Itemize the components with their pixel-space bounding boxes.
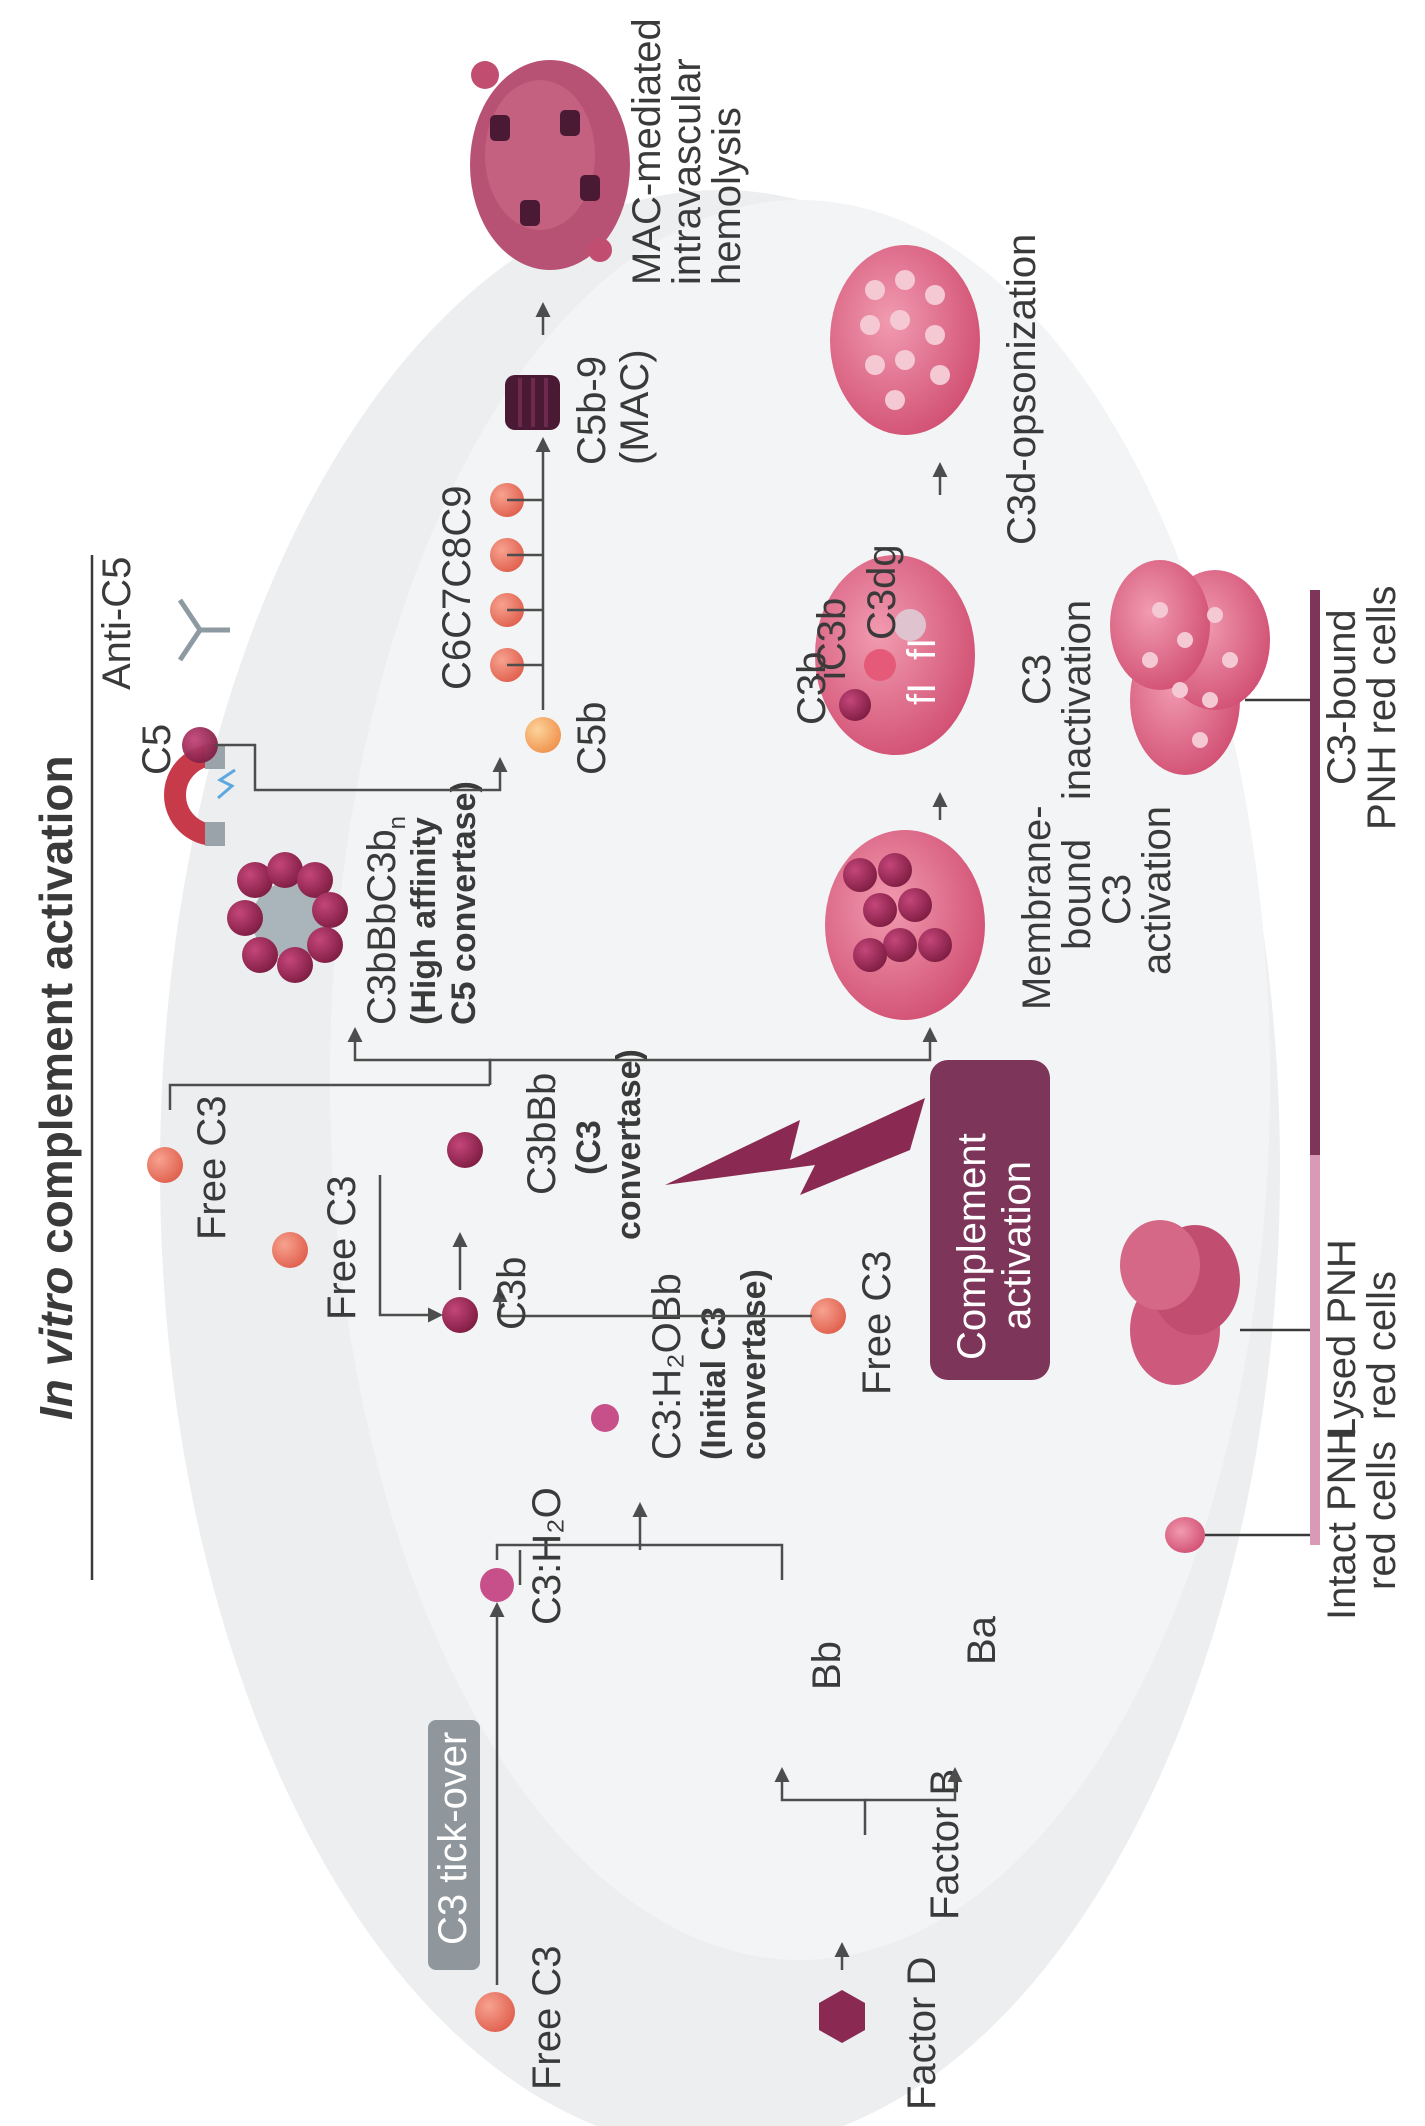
c5b-label: C5b <box>570 702 614 775</box>
c3bbb-label: C3bBb <box>520 1073 564 1195</box>
c5-line <box>215 743 470 792</box>
c3-convertase-line1: (C3 <box>570 1120 608 1175</box>
membrane-line2: bound <box>1055 839 1099 950</box>
c3bbb-protein <box>422 1132 498 1205</box>
initial-convertase-line1: (Initial C3 <box>695 1307 733 1460</box>
c6-c9-molecules <box>490 483 543 682</box>
complement-activation-box <box>930 1060 1050 1380</box>
attraction-zap-icon <box>217 768 236 800</box>
initial-convertase-line2: convertase) <box>735 1269 773 1460</box>
c3b-small-label: C3b <box>790 652 834 725</box>
mac-line2: (MAC) <box>613 349 657 465</box>
initial-convertase-name: C3:H₂OBb <box>645 1273 689 1460</box>
c3dg-label: C3dg <box>860 544 904 640</box>
opsonized-cell <box>830 245 980 435</box>
free-c3-b-molecule <box>272 1232 308 1268</box>
hemolysis-line3: hemolysis <box>705 107 749 285</box>
bb-label: Bb <box>805 1641 849 1690</box>
factor-d-label: Factor D <box>900 1957 944 2110</box>
c3h2o-molecule <box>480 1568 514 1602</box>
free-c3-d-molecule <box>810 1298 846 1334</box>
free-c3-molecule <box>475 1992 515 2032</box>
title-group: In vitro complement activation <box>30 755 82 1420</box>
complement-activation-line2: activation <box>995 1161 1039 1330</box>
complement-activation-line1: Complement <box>950 1133 994 1360</box>
high-affinity-line1: (High affinity <box>405 817 443 1025</box>
lightning-icon <box>665 1098 925 1195</box>
to-c5b-arrow <box>470 757 508 792</box>
c3-tickover-box <box>428 1720 480 1970</box>
membrane-line4: activation <box>1135 806 1179 975</box>
c6-c9-labels: C6C7C8C9 <box>435 485 479 690</box>
ba-label: Ba <box>960 1615 1004 1665</box>
free-c3-start-label: Free C3 <box>525 1946 569 2091</box>
high-affinity-line2: C5 convertase) <box>445 781 483 1025</box>
initial-convertase-protein <box>557 1404 633 1478</box>
ic3b-label: iC3b <box>810 598 854 680</box>
legend-intact-line1: Intact PNH <box>1320 1427 1364 1620</box>
page-title: In vitro complement activation <box>30 755 82 1420</box>
free-c3-d-label: Free C3 <box>855 1251 899 1396</box>
membrane-bound-cell <box>825 830 985 1020</box>
c3h2o-label: C3:H₂O <box>525 1487 569 1625</box>
legend-bar-dark <box>1310 590 1320 1155</box>
free-c3-b-label: Free C3 <box>320 1176 364 1321</box>
c5-molecule <box>182 727 218 763</box>
c5-convertase-cluster <box>227 852 348 983</box>
c5b-molecule <box>525 717 561 753</box>
fi-label-1: fI <box>900 683 944 705</box>
c3h2o-join-line <box>495 1543 642 1560</box>
bb-to-initial-arrow <box>632 1502 784 1580</box>
c5-label: C5 <box>135 724 179 775</box>
inactivation-line1: C3 <box>1015 654 1059 705</box>
inactivation-line2: inactivation <box>1055 600 1099 800</box>
mac-line1: C5b-9 <box>570 356 614 465</box>
c3-convertase-line2: convertase) <box>610 1049 648 1240</box>
inactivation-cell <box>815 555 975 755</box>
free-c3-to-c3b-arrow <box>378 1175 443 1323</box>
free-c3-to-bracket-line <box>168 1083 490 1110</box>
opsonization-label: C3d-opsonization <box>1000 234 1044 545</box>
membrane-line3: C3 <box>1095 874 1139 925</box>
c3-bound-cells-icon <box>1110 560 1270 775</box>
mac-pore-icon <box>505 375 560 430</box>
bb-branch-arrow <box>774 1767 867 1835</box>
membrane-line1: Membrane- <box>1015 805 1059 1010</box>
c3-tickover-label: C3 tick-over <box>431 1732 475 1945</box>
factor-b-label: Factor B <box>923 1769 967 1920</box>
anti-c5-label: Anti-C5 <box>95 557 139 690</box>
free-c3-c-molecule <box>147 1147 183 1183</box>
legend-lysed-line2: red cells <box>1360 1271 1404 1420</box>
high-affinity-name: C3bBbC3bn <box>360 816 411 1025</box>
hemolysis-line1: MAC-mediated <box>625 18 669 285</box>
background-ellipse-inner <box>330 200 1270 1960</box>
ba-branch-arrow <box>865 1767 963 1802</box>
to-membrane-arrow <box>488 1027 938 1085</box>
antibody-icon <box>177 598 230 662</box>
c3b-molecule <box>442 1297 478 1333</box>
lysing-cell-icon <box>470 60 630 270</box>
legend-intact-line2: red cells <box>1360 1441 1404 1590</box>
c3b-label: C3b <box>490 1257 534 1330</box>
lysed-cells-icon <box>1120 1220 1240 1385</box>
legend-bound-line1: C3-bound <box>1320 609 1364 785</box>
hemolysis-line2: intravascular <box>665 58 709 285</box>
red-cell-icon <box>1165 1517 1205 1553</box>
legend-lysed-line1: Lysed PNH <box>1320 1239 1364 1440</box>
legend-bar-light <box>1310 1155 1320 1545</box>
fi-label-2: fI <box>900 638 944 660</box>
hexagon-icon <box>819 1990 865 2043</box>
free-c3-c-label: Free C3 <box>190 1096 234 1241</box>
legend-bound-line2: PNH red cells <box>1360 585 1404 830</box>
